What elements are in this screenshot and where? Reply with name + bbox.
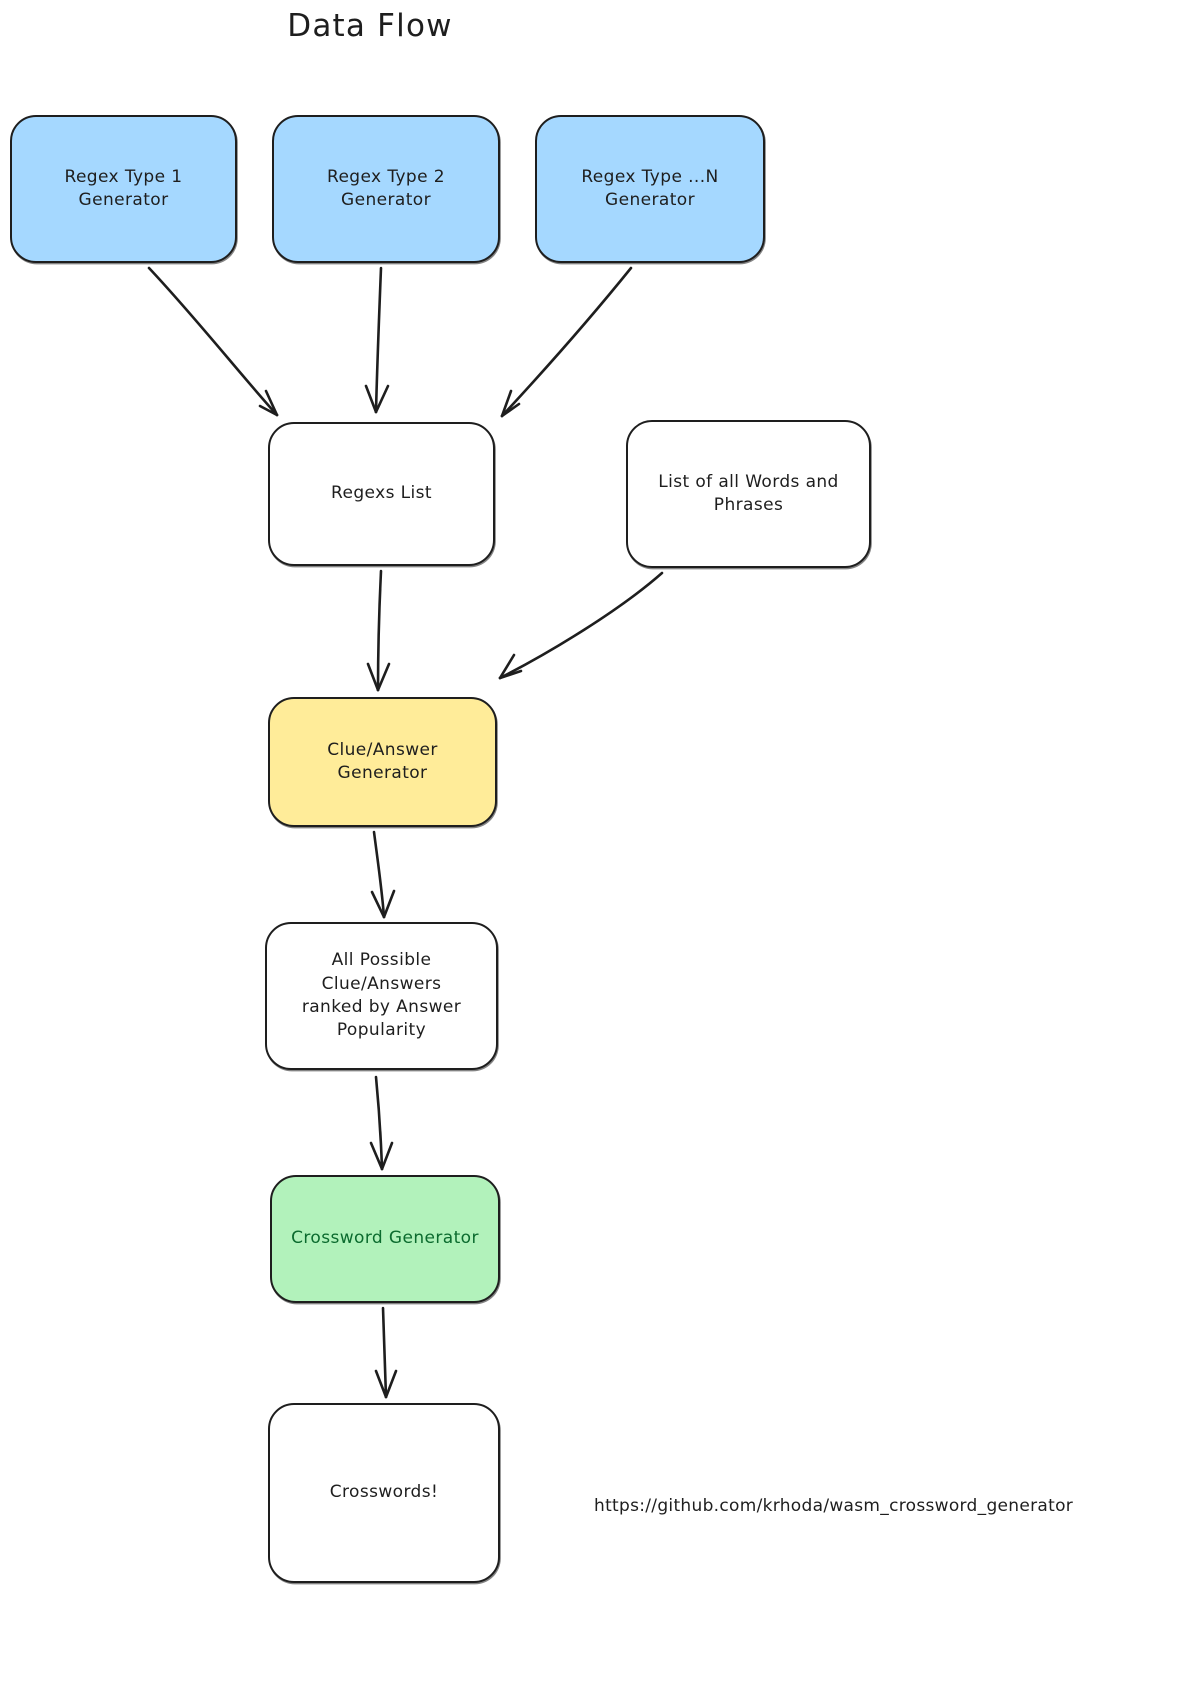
node-crossword-generator[interactable]: Crossword Generator [270,1175,500,1303]
node-list-of-all-words-and-phrases[interactable]: List of all Words and Phrases [626,420,871,568]
node-regex-type-2-generator[interactable]: Regex Type 2 Generator [272,115,500,263]
edge-crosswordgen-to-crosswords [374,1306,398,1399]
edge-regex2-to-regexlist [364,266,390,414]
edge-regexn-to-regexlist [500,266,633,418]
edge-regexlist-to-clueanswer [366,569,391,692]
node-regex-type-n-generator[interactable]: Regex Type ...N Generator [535,115,765,263]
node-all-possible-clue-answers[interactable]: All Possible Clue/Answers ranked by Answ… [265,922,498,1070]
repository-url-label: https://github.com/krhoda/wasm_crossword… [594,1496,1074,1516]
edge-regex1-to-regexlist [147,266,279,417]
edge-allpossible-to-crosswordgen [369,1075,394,1171]
node-regex-type-1-generator[interactable]: Regex Type 1 Generator [10,115,237,263]
node-regexs-list[interactable]: Regexs List [268,422,495,566]
edge-wordlist-to-clueanswer [498,571,664,680]
node-crosswords[interactable]: Crosswords! [268,1403,500,1583]
page-title: Data Flow [287,8,453,44]
edge-clueanswer-to-allpossible [370,830,396,919]
node-clue-answer-generator[interactable]: Clue/Answer Generator [268,697,497,827]
